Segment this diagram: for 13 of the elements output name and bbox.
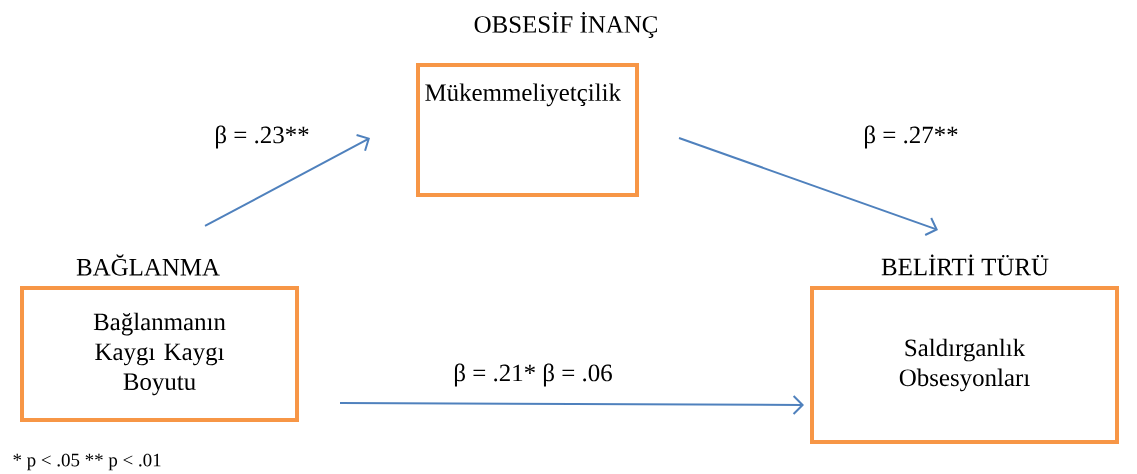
arrow xyxy=(339,394,804,415)
footnote: * p < .05 ** p < .01 xyxy=(13,453,161,471)
box-text: Saldırganlık Obsesyonları xyxy=(899,338,1030,392)
box-text: Mükemmeliyetçilik xyxy=(425,83,621,107)
box-heading: BELİRTİ TÜRÜ xyxy=(881,254,1049,276)
box-text: Bağlanmanın Kaygı Kaygı Boyutu xyxy=(93,312,226,396)
box-heading: BAĞLANMA xyxy=(76,254,220,276)
edge-label: β = .21* β = .06 xyxy=(452,362,614,388)
box-heading: OBSESİF İNANÇ xyxy=(474,12,657,38)
edge-label: β = .23** xyxy=(213,124,311,150)
arrow xyxy=(204,133,370,227)
arrow xyxy=(678,137,938,236)
edge-label: β = .27** xyxy=(862,124,960,150)
